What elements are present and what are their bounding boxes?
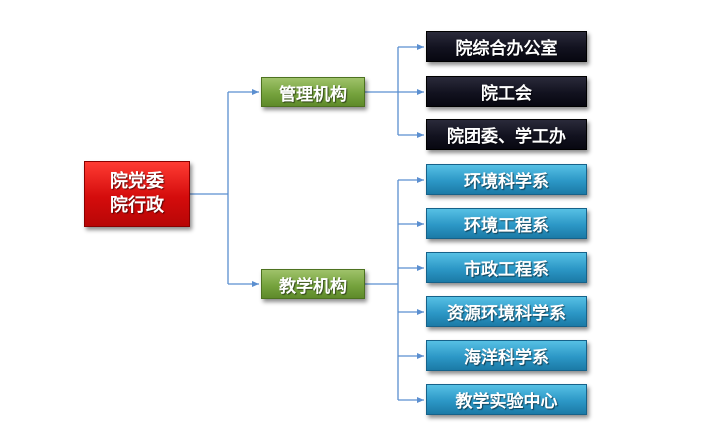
dept-environmental-science: 环境科学系 [426,164,587,195]
dept-resource-environmental-science: 资源环境科学系 [426,296,587,327]
root-line-1: 院党委 [110,171,164,192]
dept-environmental-engineering: 环境工程系 [426,208,587,239]
root-node: 院党委 院行政 [84,161,190,227]
dept-municipal-engineering: 市政工程系 [426,252,587,283]
teaching-experiment-center: 教学实验中心 [426,384,587,415]
unit-general-office: 院综合办公室 [426,31,587,62]
unit-youth-league-student-affairs: 院团委、学工办 [426,119,587,150]
category-management: 管理机构 [261,77,365,107]
dept-marine-science: 海洋科学系 [426,340,587,371]
category-teaching: 教学机构 [261,269,365,299]
unit-labor-union: 院工会 [426,76,587,107]
root-line-2: 院行政 [110,195,164,216]
